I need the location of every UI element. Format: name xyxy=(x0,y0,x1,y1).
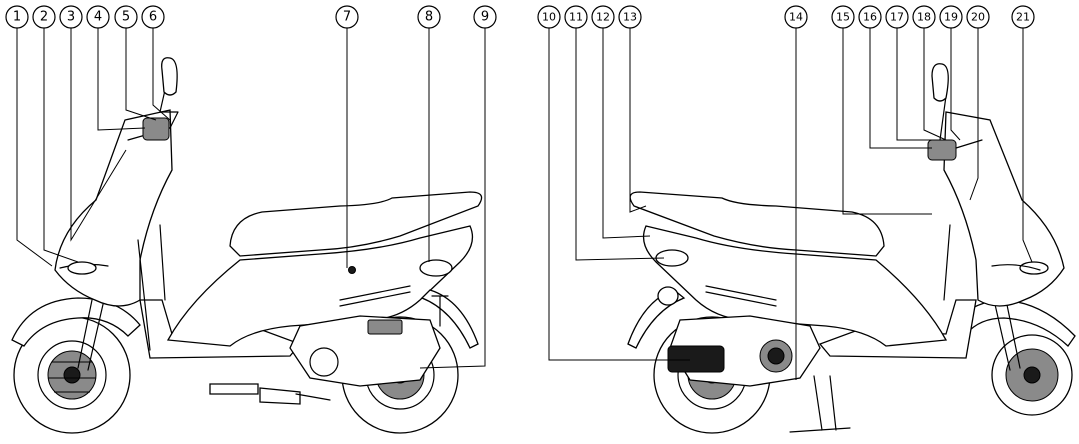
svg-text:10: 10 xyxy=(542,11,556,24)
right-drive-cover xyxy=(667,345,725,373)
left-body-cover xyxy=(166,225,474,347)
callout-6: 6 xyxy=(141,5,165,29)
callout-labels: 1 2 3 4 5 6 7 8 9 10 11 12 13 14 15 16 1… xyxy=(5,5,1035,29)
svg-text:12: 12 xyxy=(596,11,610,24)
left-rear-shock xyxy=(431,295,449,327)
right-rear-shock xyxy=(657,286,679,306)
svg-text:3: 3 xyxy=(67,10,75,25)
left-seat xyxy=(229,191,483,257)
callout-21: 21 xyxy=(1011,5,1035,29)
callout-18: 18 xyxy=(912,5,936,29)
callout-19: 19 xyxy=(939,5,963,29)
svg-text:4: 4 xyxy=(94,10,102,25)
right-handlebar-switch xyxy=(927,139,957,161)
callout-20: 20 xyxy=(966,5,990,29)
left-front-fender xyxy=(11,297,141,347)
left-front-wheel xyxy=(13,316,131,434)
svg-text:8: 8 xyxy=(425,10,433,25)
callout-3: 3 xyxy=(59,5,83,29)
svg-text:7: 7 xyxy=(343,10,351,25)
callout-14: 14 xyxy=(784,5,808,29)
scooter-right-view xyxy=(627,63,1076,434)
svg-text:17: 17 xyxy=(890,11,904,24)
svg-text:11: 11 xyxy=(569,11,583,24)
right-mirror xyxy=(931,63,949,102)
callout-5: 5 xyxy=(114,5,138,29)
left-engine xyxy=(289,315,441,387)
svg-text:9: 9 xyxy=(481,10,489,25)
callout-2: 2 xyxy=(32,5,56,29)
right-floor-board xyxy=(818,299,977,359)
left-turn-signal xyxy=(67,261,97,275)
callout-15: 15 xyxy=(831,5,855,29)
svg-text:6: 6 xyxy=(149,10,157,25)
right-front-wheel xyxy=(991,334,1073,416)
callout-10: 10 xyxy=(537,5,561,29)
callout-16: 16 xyxy=(858,5,882,29)
svg-text:13: 13 xyxy=(623,11,637,24)
left-front-shield xyxy=(54,109,173,307)
callout-8: 8 xyxy=(417,5,441,29)
leader-lines xyxy=(16,28,1033,380)
callout-9: 9 xyxy=(473,5,497,29)
svg-text:19: 19 xyxy=(944,11,958,24)
right-center-stand xyxy=(789,375,851,433)
svg-text:2: 2 xyxy=(40,10,48,25)
svg-text:16: 16 xyxy=(863,11,877,24)
right-front-shield xyxy=(943,111,1065,307)
right-front-fork xyxy=(993,299,1021,371)
svg-text:14: 14 xyxy=(789,11,803,24)
svg-text:5: 5 xyxy=(122,10,130,25)
callout-17: 17 xyxy=(885,5,909,29)
callout-1: 1 xyxy=(5,5,29,29)
scooter-left-view xyxy=(11,57,483,434)
right-body-cover xyxy=(642,225,948,347)
svg-text:15: 15 xyxy=(836,11,850,24)
svg-text:21: 21 xyxy=(1016,11,1030,24)
callout-11: 11 xyxy=(564,5,588,29)
callout-12: 12 xyxy=(591,5,615,29)
left-tail-light xyxy=(419,259,453,277)
callout-4: 4 xyxy=(86,5,110,29)
left-floor-board xyxy=(139,299,302,359)
callout-7: 7 xyxy=(335,5,359,29)
svg-text:18: 18 xyxy=(917,11,931,24)
left-mirror xyxy=(161,57,178,96)
callout-13: 13 xyxy=(618,5,642,29)
left-handlebar-switch xyxy=(142,117,170,141)
left-kick-pedal xyxy=(259,387,301,405)
svg-text:20: 20 xyxy=(971,11,985,24)
left-front-fork xyxy=(77,299,105,371)
svg-text:1: 1 xyxy=(13,10,21,25)
